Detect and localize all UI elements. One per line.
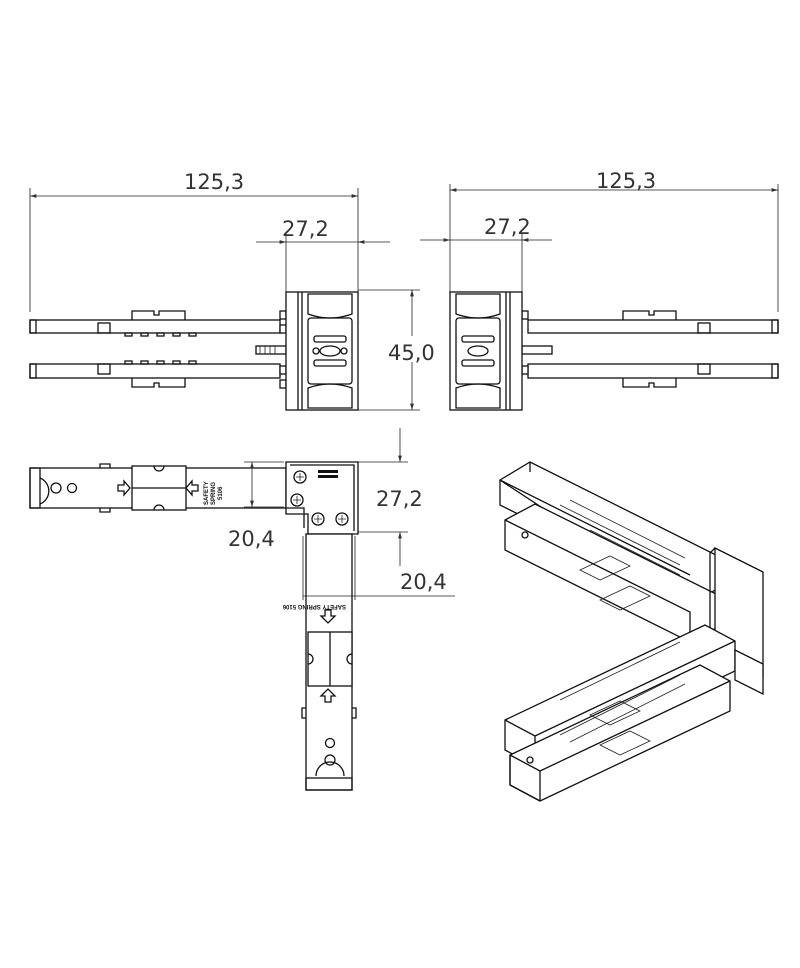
dimension-corner-size: 27,2: [376, 487, 423, 511]
dimension-track-width-vertical: 20,4: [400, 570, 447, 594]
dimension-overall-length: 125,3: [184, 170, 244, 194]
svg-text:5106: 5106: [218, 486, 224, 500]
dimension-height: 45,0: [388, 341, 435, 365]
dimension-connector-width: 27,2: [282, 217, 329, 241]
screw-icon: [290, 470, 349, 526]
svg-text:SAFETY SPRING 5106: SAFETY SPRING 5106: [282, 603, 346, 609]
svg-text:SPRING: SPRING: [211, 482, 217, 505]
front-view-left: 125,3 27,2 45,0: [29, 170, 435, 411]
top-view-corner: SAFETY SPRING 5106 SAFETY SPRING 5106: [29, 428, 455, 791]
dimension-connector-width: 27,2: [484, 215, 531, 239]
dimension-overall-length: 125,3: [596, 169, 656, 193]
svg-text:SAFETY: SAFETY: [204, 481, 210, 505]
isometric-view: [498, 461, 764, 802]
front-view-right: 125,3 27,2: [420, 169, 779, 411]
dimension-track-width-horizontal: 20,4: [228, 527, 275, 551]
